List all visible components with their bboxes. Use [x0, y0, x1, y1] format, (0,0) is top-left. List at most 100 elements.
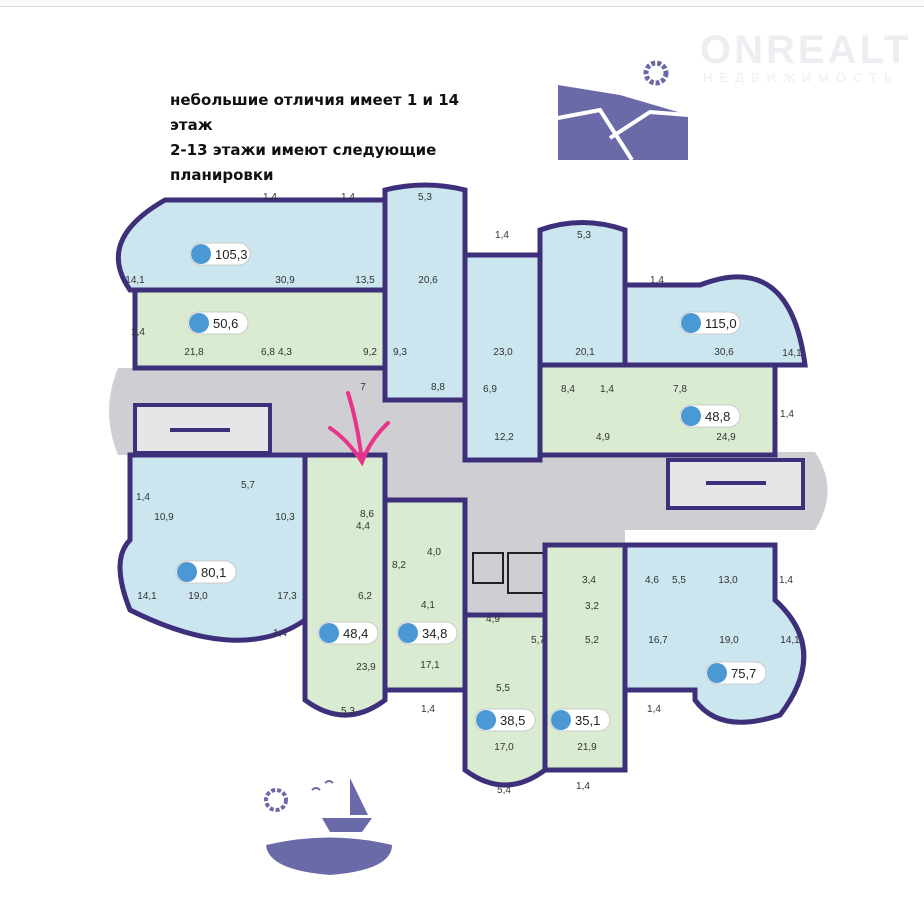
note-line: планировки: [170, 166, 274, 184]
watermark-logo: ONREALT: [700, 28, 912, 72]
room-area-label: 4,0: [427, 547, 441, 558]
apartment-48-8: [537, 362, 778, 458]
room-area-label: 1,4: [650, 275, 664, 286]
room-area-label: 5,2: [585, 635, 599, 646]
apartment-tall-blue: [382, 182, 468, 403]
room-area-label: 21,8: [184, 347, 204, 358]
apartment-area: 48,4: [343, 626, 368, 641]
badge-dot-icon: [177, 562, 197, 582]
sun-icon: [643, 60, 669, 86]
room-area-label: 4,9: [596, 432, 610, 443]
room-area-label: 4,6: [645, 575, 659, 586]
room-area-label: 8,2: [392, 560, 406, 571]
top-border: [0, 0, 924, 7]
room-area-label: 5,5: [672, 575, 686, 586]
apartment-area-badge[interactable]: 34,8: [396, 621, 458, 645]
room-area-label: 19,0: [719, 635, 739, 646]
badge-dot-icon: [681, 313, 701, 333]
room-area-label: 14,1: [782, 348, 802, 359]
room-area-label: 1,4: [341, 192, 355, 203]
room-area-label: 5,5: [496, 683, 510, 694]
room-area-label: 1,4: [780, 409, 794, 420]
room-area-label: 9,3: [393, 347, 407, 358]
room-area-label: 13,5: [355, 275, 375, 286]
room-area-label: 6,2: [358, 591, 372, 602]
room-area-label: 6,9: [483, 384, 497, 395]
room-area-label: 21,9: [577, 742, 597, 753]
apartment-area-badge[interactable]: 80,1: [175, 560, 237, 584]
apartment-area-badge[interactable]: 105,3: [189, 242, 251, 266]
badge-dot-icon: [681, 406, 701, 426]
room-area-label: 3,4: [582, 575, 596, 586]
apartment-area-badge[interactable]: 75,7: [705, 661, 767, 685]
apartment-area-badge[interactable]: 48,8: [679, 404, 741, 428]
room-area-label: 4,3: [278, 347, 292, 358]
room-area-label: 13,0: [718, 575, 738, 586]
room-area-label: 10,3: [275, 512, 295, 523]
room-area-label: 5,3: [418, 192, 432, 203]
room-area-label: 5,3: [577, 230, 591, 241]
apartment-20: [537, 220, 628, 368]
room-area-label: 23,0: [493, 347, 513, 358]
apartment-area: 34,8: [422, 626, 447, 641]
note-line: небольшие отличия имеет 1 и 14: [170, 91, 460, 109]
room-area-label: 1,4: [421, 704, 435, 715]
room-area-label: 17,0: [494, 742, 514, 753]
room-area-label: 6,8: [261, 347, 275, 358]
badge-dot-icon: [191, 244, 211, 264]
apartment-area: 48,8: [705, 409, 730, 424]
room-area-label: 1,4: [263, 192, 277, 203]
apartment-50: [132, 287, 388, 371]
room-area-label: 1,4: [131, 327, 145, 338]
floor-note: небольшие отличия имеет 1 и 14 этаж 2-13…: [170, 88, 459, 188]
room-area-label: 12,2: [494, 432, 514, 443]
room-area-label: 4,1: [421, 600, 435, 611]
room-area-label: 5,7: [241, 480, 255, 491]
apartment-area: 75,7: [731, 666, 756, 681]
apartment-area: 35,1: [575, 713, 600, 728]
room-area-label: 14,1: [780, 635, 800, 646]
pink-arrow-icon: [328, 391, 390, 467]
room-area-label: 14,1: [137, 591, 157, 602]
stair-left: [133, 403, 272, 455]
note-line: этаж: [170, 116, 213, 134]
room-area-label: 4,4: [356, 521, 370, 532]
room-area-label: 8,8: [431, 382, 445, 393]
room-area-label: 5,4: [497, 785, 511, 796]
apartment-48-4: [302, 452, 388, 718]
sea-boat-logo-icon: [264, 778, 392, 875]
apartment-80: [117, 452, 308, 643]
room-area-label: 8,4: [561, 384, 575, 395]
room-area-label: 5,3: [341, 706, 355, 717]
apartment-105: [115, 197, 388, 293]
badge-dot-icon: [189, 313, 209, 333]
room-area-label: 9,2: [363, 347, 377, 358]
badge-dot-icon: [319, 623, 339, 643]
apartment-23: [462, 252, 543, 463]
room-area-label: 1,4: [600, 384, 614, 395]
apartment-area: 105,3: [215, 247, 248, 262]
note-line: 2-13 этажи имеют следующие: [170, 141, 437, 159]
room-area-label: 1,4: [273, 628, 287, 639]
room-area-label: 30,9: [275, 275, 295, 286]
room-area-label: 10,9: [154, 512, 174, 523]
room-area-label: 14,1: [125, 275, 145, 286]
apartment-area-badge[interactable]: 50,6: [187, 311, 249, 335]
room-area-label: 1,4: [136, 492, 150, 503]
room-area-label: 3,2: [585, 601, 599, 612]
room-area-label: 7,8: [673, 384, 687, 395]
room-area-label: 1,4: [779, 575, 793, 586]
room-area-label: 7: [360, 382, 366, 393]
apartment-area-badge[interactable]: 115,0: [679, 311, 741, 335]
apartment-area-badge[interactable]: 48,4: [317, 621, 379, 645]
room-area-label: 1,4: [647, 704, 661, 715]
apartment-area: 38,5: [500, 713, 525, 728]
apartment-area: 80,1: [201, 565, 226, 580]
room-area-label: 24,9: [716, 432, 736, 443]
apartment-area-badge[interactable]: 38,5: [474, 708, 536, 732]
apartment-area-badge[interactable]: 35,1: [549, 708, 611, 732]
apartment-walls: [115, 182, 808, 788]
badge-dot-icon: [398, 623, 418, 643]
